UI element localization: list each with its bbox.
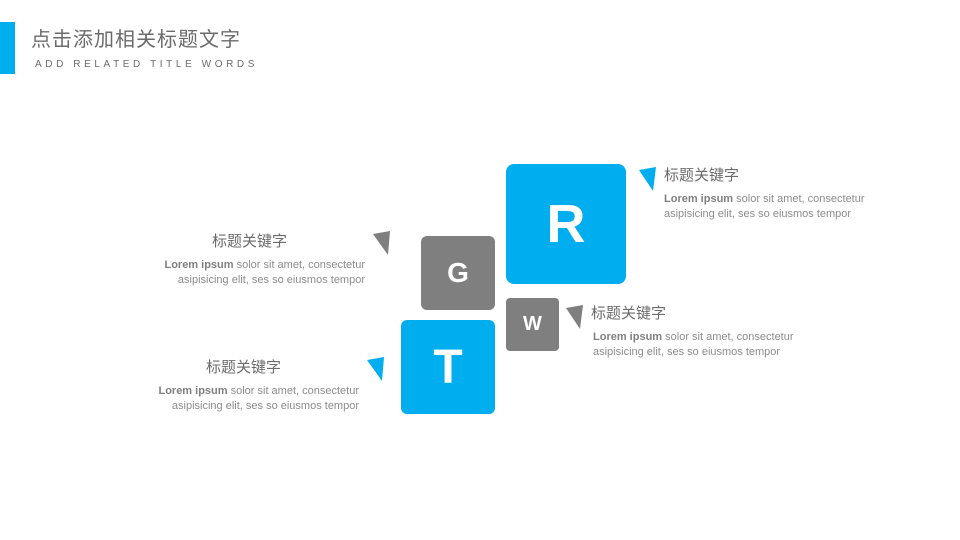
description: Lorem ipsum solor sit amet, consectetur … (593, 330, 831, 360)
description-bold: Lorem ipsum (164, 259, 234, 271)
page-subtitle: ADD RELATED TITLE WORDS (35, 59, 259, 70)
description: Lorem ipsum solor sit amet, consectetur … (125, 258, 365, 288)
description-line2: asipisicing elit, ses so eiusmos tempor (593, 346, 781, 358)
pointer-triangle-icon (373, 231, 390, 255)
text-block-t: 标题关键字 Lorem ipsum solor sit amet, consec… (119, 356, 359, 414)
description-line1: solor sit amet, consectetur (733, 193, 865, 205)
description-bold: Lorem ipsum (664, 193, 734, 205)
text-block-r: 标题关键字 Lorem ipsum solor sit amet, consec… (664, 164, 904, 222)
pointer-triangle-icon (639, 167, 656, 191)
title-accent-bar (0, 22, 15, 74)
tile-r-letter: R (546, 194, 586, 254)
tile-t-letter: T (433, 340, 463, 394)
description: Lorem ipsum solor sit amet, consectetur … (119, 384, 359, 414)
pointer-triangle-icon (566, 305, 583, 329)
text-block-g: 标题关键字 Lorem ipsum solor sit amet, consec… (125, 230, 365, 288)
page-title: 点击添加相关标题文字 (31, 27, 241, 51)
description-line1: solor sit amet, consectetur (662, 331, 794, 343)
tile-t: T (401, 320, 495, 414)
description-line2: asipisicing elit, ses so eiusmos tempor (171, 400, 359, 412)
tile-w-letter: W (523, 313, 542, 335)
text-block-w: 标题关键字 Lorem ipsum solor sit amet, consec… (591, 302, 831, 360)
tile-w: W (506, 298, 559, 351)
description-line1: solor sit amet, consectetur (233, 259, 365, 271)
keyword-label: 标题关键字 (664, 166, 740, 184)
keyword-label: 标题关键字 (205, 358, 281, 376)
tile-g-letter: G (447, 257, 469, 288)
description-bold: Lorem ipsum (593, 331, 663, 343)
tile-g: G (421, 236, 495, 310)
description: Lorem ipsum solor sit amet, consectetur … (664, 192, 904, 222)
tile-r: R (506, 164, 626, 284)
description-line2: asipisicing elit, ses so eiusmos tempor (177, 274, 365, 286)
keyword-label: 标题关键字 (591, 304, 667, 322)
description-line1: solor sit amet, consectetur (227, 385, 359, 397)
pointer-triangle-icon (367, 357, 384, 381)
description-bold: Lorem ipsum (158, 385, 228, 397)
description-line2: asipisicing elit, ses so eiusmos tempor (664, 208, 852, 220)
keyword-label: 标题关键字 (211, 232, 287, 250)
